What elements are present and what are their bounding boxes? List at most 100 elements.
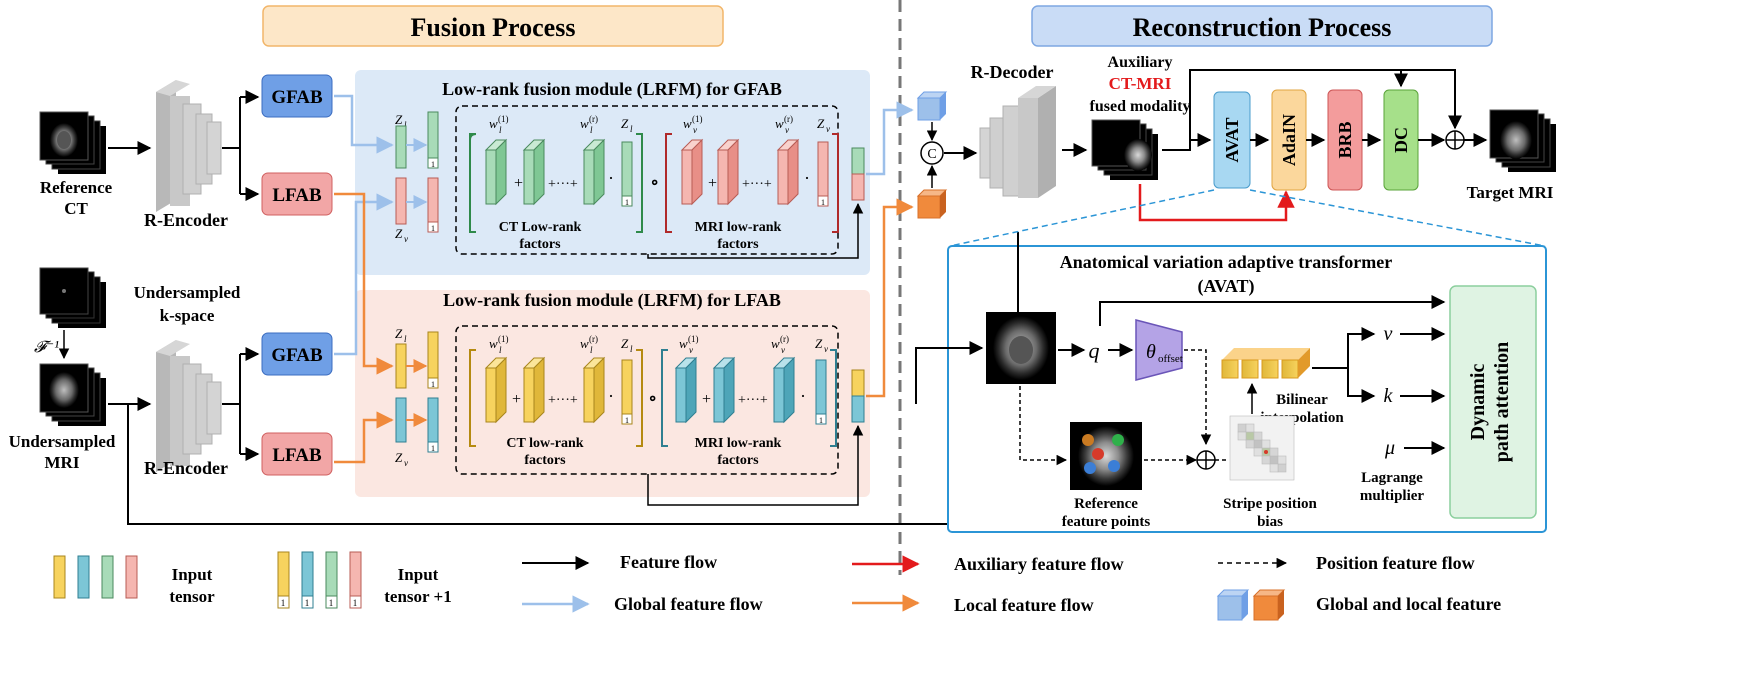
svg-text:v: v [689, 345, 693, 355]
svg-text:v: v [785, 125, 789, 135]
fused-modality-label: fused modality [1090, 98, 1191, 115]
svg-text:(1): (1) [692, 114, 703, 124]
legend-global-local-cubes [1216, 589, 1286, 621]
r-encoder-bottom-label: R-Encoder [144, 458, 228, 478]
top-skip-loop [1189, 69, 1462, 140]
svg-text:l: l [499, 345, 502, 355]
k-label: k [1384, 385, 1394, 407]
theta-label: θ [1146, 341, 1156, 363]
svg-text:1: 1 [821, 198, 825, 207]
avat-block-label: AVAT [1222, 117, 1242, 162]
svg-text:1: 1 [625, 416, 629, 425]
svg-text:Z: Z [621, 116, 629, 131]
svg-text:+: + [514, 175, 523, 192]
global-flow-top [334, 94, 394, 154]
gfab-top-label: GFAB [271, 87, 323, 108]
legend-one-b: 1 [305, 598, 310, 608]
ct-factors-top-label-1: CT Low-rank [499, 220, 582, 235]
svg-text:1: 1 [431, 444, 435, 453]
fusion-title-box [262, 5, 724, 47]
legend-position-feature-flow: Position feature flow [1316, 553, 1475, 573]
avat-panel-title-1: Anatomical variation adaptive transforme… [1060, 252, 1392, 272]
fused-to-avat [1162, 133, 1212, 151]
lfab-bottom-label: LFAB [272, 445, 322, 466]
avat-panel-title-2: (AVAT) [1197, 276, 1254, 297]
svg-text:(r): (r) [784, 114, 793, 124]
svg-text:+···+: +···+ [548, 393, 578, 408]
bilinear-to-k [1347, 368, 1376, 403]
svg-text:(1): (1) [688, 334, 699, 344]
lrfm-gfab-title: Low-rank fusion module (LRFM) for GFAB [442, 79, 782, 100]
svg-text:Z: Z [395, 450, 403, 465]
svg-text:+···+: +···+ [738, 393, 768, 408]
svg-text:Z: Z [395, 326, 403, 341]
encoder-into-avat [915, 341, 984, 404]
r-encoder-top [156, 80, 222, 212]
svg-text:·: · [804, 168, 810, 188]
undersampled-kspace-label-1: Undersampled [134, 283, 241, 302]
dpa-label-2: path attention [1491, 342, 1513, 463]
svg-text:(1): (1) [498, 334, 509, 344]
ct-mri-label: CT-MRI [1109, 74, 1172, 93]
lrfm-gfab-panel [355, 70, 870, 275]
mri-factors-bottom-label-1: MRI low-rank [695, 436, 782, 451]
svg-text:w: w [775, 116, 784, 131]
q-to-dpa-top [1099, 295, 1446, 326]
svg-text:w: w [580, 116, 589, 131]
undersampled-mri-stack [39, 363, 106, 426]
theta-offset-trapezoid [1135, 319, 1183, 381]
svg-text:v: v [693, 125, 697, 135]
svg-text:1: 1 [431, 380, 435, 389]
legend-one-a: 1 [281, 598, 286, 608]
encoder-top-branch [222, 90, 260, 201]
undersampled-kspace-stack [39, 267, 106, 328]
local-feature-cube [916, 189, 948, 219]
reference-feature-points-image [1070, 422, 1142, 490]
auxiliary-label: Auxiliary [1108, 54, 1173, 71]
svg-text:+: + [708, 175, 717, 192]
target-mri-label: Target MRI [1467, 183, 1554, 202]
svg-text:w: w [683, 116, 692, 131]
undersampled-mri-label-1: Undersampled [9, 432, 116, 451]
dc-block-label: DC [1391, 127, 1411, 153]
global-feature-cube [916, 91, 948, 121]
svg-text:l: l [404, 334, 407, 344]
lfab-bottom-block [261, 432, 333, 476]
svg-text:+: + [512, 391, 521, 408]
lrfm-lfab-dashed-box [455, 325, 839, 475]
image-to-ref-points [1019, 386, 1068, 466]
encoder-bottom-branch [222, 347, 260, 461]
svg-text:w: w [679, 336, 688, 351]
ct-factors-bottom-label-2: factors [524, 453, 566, 468]
svg-text:1: 1 [625, 198, 629, 207]
r-decoder [979, 86, 1056, 198]
ct-factors-bottom: + +···+ · 1 w l (1) w l (r) Z l [469, 334, 643, 447]
lrfm-lfab-feedback [647, 424, 864, 506]
lrfm-lfab-panel [355, 290, 870, 497]
ct-factors-bottom-label-1: CT low-rank [506, 436, 583, 451]
undersampled-kspace-label-2: k-space [160, 306, 215, 325]
svg-text:Z: Z [621, 336, 629, 351]
svg-text:(r): (r) [780, 334, 789, 344]
ref-points-label-2: feature points [1062, 514, 1151, 530]
legend-input-tensor-plus-1: Input [398, 565, 439, 584]
stripe-position-bias-grid [1229, 415, 1295, 481]
stripe-bias-label-2: bias [1257, 514, 1283, 530]
svg-text:w: w [489, 336, 498, 351]
legend-one-c: 1 [329, 598, 334, 608]
undersampled-mri-label-2: MRI [45, 453, 80, 472]
lagrange-label-2: multiplier [1360, 488, 1425, 504]
legend-one-d: 1 [353, 598, 358, 608]
legend-global-local-feature: Global and local feature [1316, 594, 1501, 614]
mri-factors-top-label-1: MRI low-rank [695, 220, 782, 235]
svg-text:+: + [702, 391, 711, 408]
reconstruction-title-box [1031, 5, 1493, 47]
legend-input-tensor-plus-2: tensor +1 [384, 587, 451, 606]
ref-points-label-1: Reference [1074, 496, 1138, 512]
mri-factors-top: + +···+ · 1 w v (1) w v (r) Z v [665, 114, 839, 233]
v-label: v [1384, 323, 1393, 345]
concat-label: C [927, 147, 936, 162]
avat-input-image [986, 312, 1056, 384]
global-out-arrow [866, 101, 914, 176]
